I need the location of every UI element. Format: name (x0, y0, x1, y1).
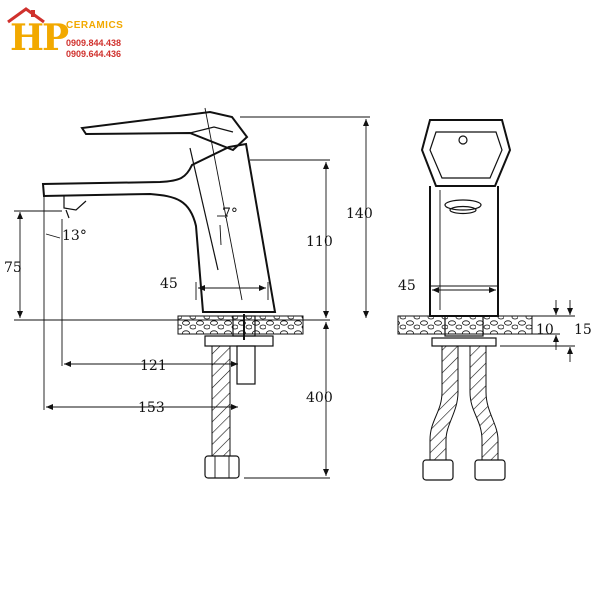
label-deck-15: 15 (574, 322, 592, 338)
spout-tip (63, 196, 87, 211)
logo-phone-2: 0909.644.436 (66, 49, 122, 59)
handle-front (420, 119, 512, 187)
supply-hose-side (211, 345, 231, 457)
label-deck-10: 10 (536, 322, 554, 338)
faucet-body (41, 142, 277, 313)
label-height-75: 75 (4, 260, 22, 276)
supply-hose-right (469, 345, 499, 461)
logo-brand-name: CERAMICS (66, 20, 124, 31)
hose-nut-side (204, 455, 240, 479)
hose-nut-left (422, 459, 454, 481)
label-hose-400: 400 (306, 390, 333, 406)
logo-mark: HP (10, 17, 69, 59)
front-view (397, 119, 575, 481)
handle-lever (80, 110, 249, 152)
hose-nut-right (474, 459, 506, 481)
label-height-110: 110 (306, 234, 333, 250)
label-angle-body: 7° (222, 206, 238, 222)
label-width-45-front: 45 (398, 278, 416, 294)
brand-logo: HP CERAMICS 0909.844.438 0909.644.436 (4, 6, 134, 66)
label-depth-153: 153 (138, 400, 165, 416)
supply-hose-left (429, 345, 459, 461)
label-angle-spout: 13° (62, 228, 87, 244)
countertop-section-front (397, 315, 533, 335)
countertop-section (177, 315, 304, 335)
label-width-45-side: 45 (160, 276, 178, 292)
label-depth-121: 121 (140, 358, 167, 374)
label-height-140: 140 (346, 206, 373, 222)
house-icon (7, 7, 45, 24)
logo-phone-1: 0909.844.438 (66, 38, 122, 48)
side-view (14, 107, 370, 479)
